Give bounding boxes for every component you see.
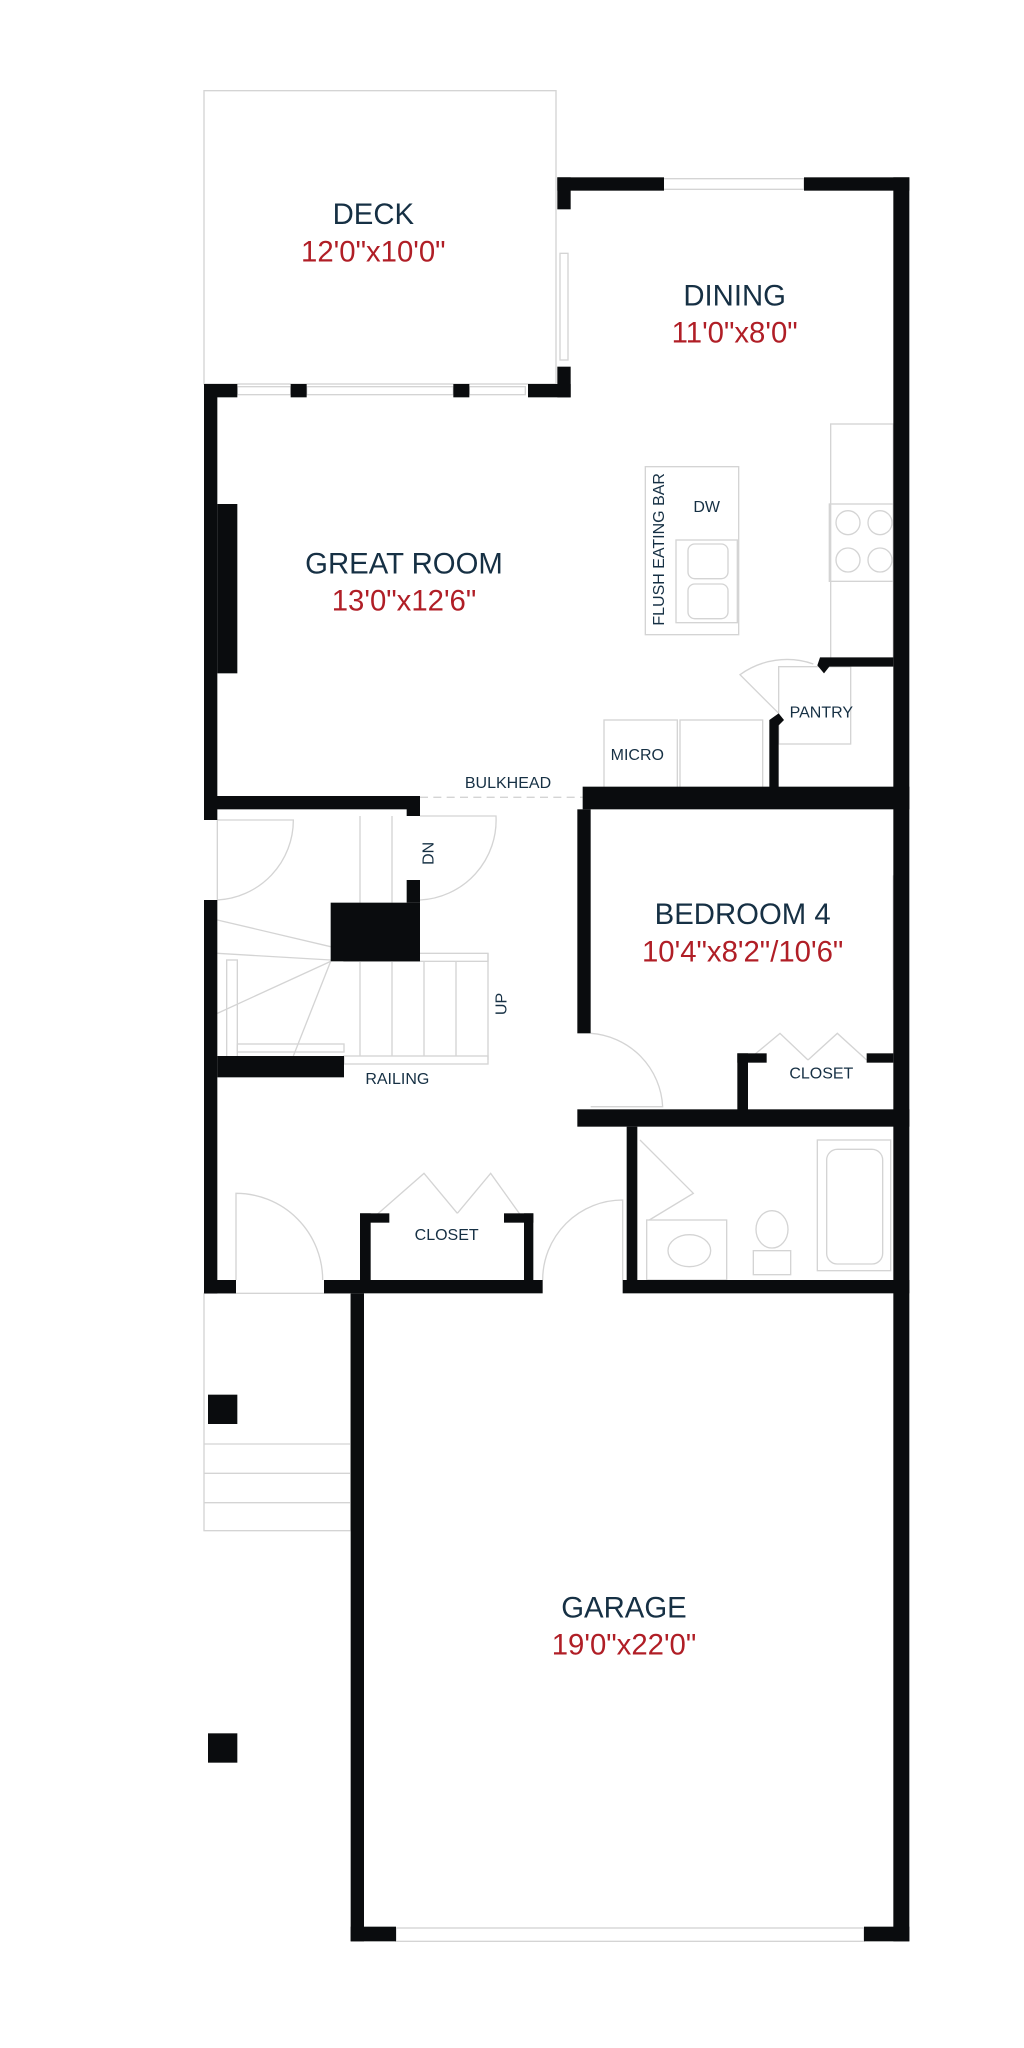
garage-door — [395, 1927, 865, 1942]
deck-name: DECK — [333, 198, 415, 231]
garage-size: 19'0"x22'0" — [552, 1629, 697, 1662]
dining-window — [661, 178, 805, 190]
bedroom4-name: BEDROOM 4 — [655, 898, 831, 931]
dining-size: 11'0"x8'0" — [672, 317, 798, 350]
stair-door — [419, 815, 497, 901]
fixtures — [203, 90, 908, 1942]
side-door — [216, 819, 295, 901]
bedroom-door — [590, 1032, 664, 1108]
bedroom-closet-doors — [747, 1032, 868, 1061]
toilet — [755, 1210, 789, 1249]
great-room-size: 13'0"x12'6" — [332, 585, 477, 618]
garage-door-entry — [542, 1199, 624, 1281]
deck-size: 12'0"x10'0" — [301, 235, 446, 268]
dn-label: DN — [420, 842, 437, 865]
entry-closet-label: CLOSET — [415, 1227, 479, 1244]
column-post — [208, 1394, 238, 1424]
counter — [830, 423, 894, 660]
dw-label: DW — [693, 499, 721, 516]
walls — [204, 177, 910, 1942]
railing-label: RAILING — [365, 1071, 429, 1088]
bedroom-closet-label: CLOSET — [789, 1066, 853, 1083]
deck-outline — [203, 90, 557, 385]
great-room-name: GREAT ROOM — [305, 547, 503, 580]
pantry-label: PANTRY — [790, 704, 854, 721]
dining-name: DINING — [683, 279, 786, 312]
front-door — [235, 1192, 324, 1281]
up-label: UP — [494, 993, 511, 1015]
bathroom-sink — [667, 1233, 712, 1268]
bathtub — [816, 1139, 892, 1272]
pantry-door — [738, 658, 814, 714]
stair-core — [330, 902, 420, 962]
bulkhead-label: BULKHEAD — [465, 775, 551, 792]
fridge — [679, 719, 764, 798]
bath-door — [639, 1139, 695, 1221]
entry-closet-doors — [370, 1172, 525, 1221]
micro-label: MICRO — [611, 747, 664, 764]
flush-eating-bar-label: FLUSH EATING BAR — [651, 473, 668, 626]
bedroom4-size: 10'4"x8'2"/10'6" — [642, 935, 843, 968]
column-post — [208, 1733, 238, 1763]
garage-name: GARAGE — [561, 1591, 687, 1624]
sink — [675, 539, 738, 624]
patio-door — [559, 252, 569, 361]
eating-bar — [644, 465, 740, 636]
